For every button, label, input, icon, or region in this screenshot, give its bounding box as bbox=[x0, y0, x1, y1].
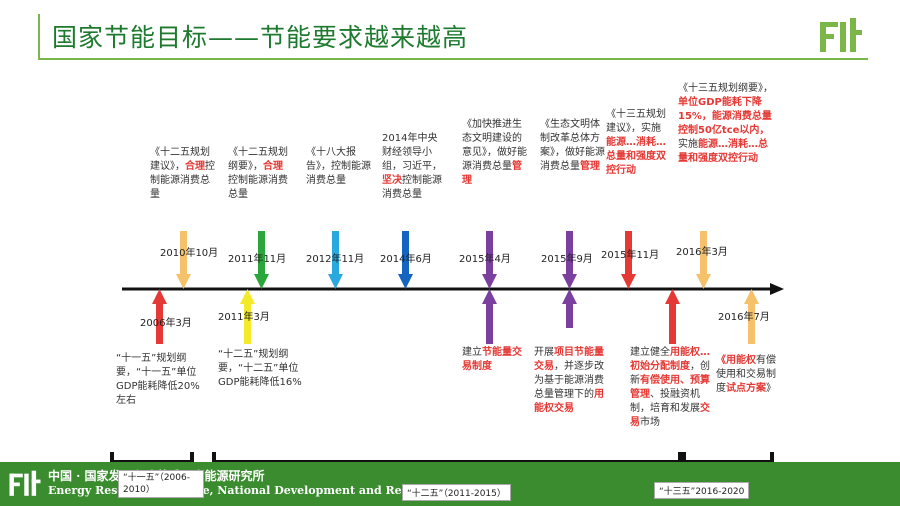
arrow-2015-04-up bbox=[482, 289, 497, 344]
arrow-2011-03 bbox=[240, 289, 255, 344]
bracket-11th-five-year bbox=[110, 452, 194, 464]
date-label-2016-07: 2016年7月 bbox=[718, 312, 770, 323]
note-text-segment: 控制能源消费总量 bbox=[150, 161, 215, 200]
date-label-2011-11: 2011年11月 bbox=[228, 254, 287, 265]
event-note-2012-11: 《十八大报告》，控制能源消费总量 bbox=[306, 146, 372, 188]
note-text-segment: 市场 bbox=[640, 417, 660, 428]
eri-logo-icon bbox=[820, 18, 862, 52]
note-text-segment: 建立 bbox=[462, 347, 482, 358]
note-text-segment: 能源…消耗…总量和强度双控行动 bbox=[678, 139, 768, 164]
bracket-12th-five-year bbox=[212, 452, 682, 464]
note-text-segment: 坚决 bbox=[382, 175, 402, 186]
note-text-segment: ，创新 bbox=[630, 361, 710, 386]
note-text-segment: 《十二五规划建议》， bbox=[150, 147, 210, 172]
date-label-2006-03: 2006年3月 bbox=[140, 318, 192, 329]
arrow-2012-11 bbox=[328, 231, 343, 289]
arrow-2014-06 bbox=[398, 231, 413, 289]
note-text-segment: 《十二五规划纲要》， bbox=[228, 147, 288, 172]
note-text-segment: 《十三五规划建议》，实施 bbox=[606, 109, 666, 134]
title-accent-line bbox=[38, 14, 40, 60]
bracket-13th-five-year bbox=[682, 452, 774, 464]
event-note-2016-03: 《十三五规划纲要》， 单位GDP能耗下降15%，能源消费总量控制50亿tce以内，… bbox=[678, 82, 776, 166]
title-underline bbox=[38, 58, 868, 60]
note-text-segment: 合理 bbox=[263, 161, 283, 172]
note-text-segment: 有偿使用和交易制度 bbox=[716, 355, 776, 394]
note-text-segment: 控制能源消费总量 bbox=[382, 175, 442, 200]
date-label-2010-10: 2010年10月 bbox=[160, 248, 219, 259]
note-text-segment: 能源…消耗…总量和强度双控行动 bbox=[606, 137, 666, 176]
note-text-segment: 《用能权 bbox=[716, 355, 756, 366]
event-note-2006-03: “十一五”规划纲要，“十一五”单位GDP能耗降低20%左右 bbox=[116, 352, 204, 408]
period-label-11th: “十一五”（2006-2010） bbox=[118, 470, 204, 498]
event-note-2015-04-below: 建立节能量交易制度 bbox=[462, 346, 526, 374]
arrow-2006-03 bbox=[152, 289, 167, 344]
note-text-segment: 用能权…初始分配制度 bbox=[630, 347, 710, 372]
note-text-segment: 试点方案 bbox=[726, 383, 766, 394]
arrow-2015-09 bbox=[562, 231, 577, 289]
note-text-segment: 有偿使用、预算管理 bbox=[630, 375, 710, 400]
event-note-2015-09: 《生态文明体制改革总体方案》，做好能源消费总量管理 bbox=[540, 118, 606, 174]
note-text-segment: 《十八大报告》，控制能源消费总量 bbox=[306, 147, 371, 186]
timeline-axis-arrowhead bbox=[770, 283, 784, 295]
arrow-2015-09-up bbox=[562, 289, 577, 328]
note-text-segment: 控制能源消费总量 bbox=[228, 175, 288, 200]
arrow-2015-11 bbox=[621, 231, 636, 289]
page-title: 国家节能目标——节能要求越来越高 bbox=[52, 23, 469, 52]
date-label-2015-09: 2015年9月 bbox=[541, 254, 593, 265]
note-text-segment: 单位GDP能耗下降15%，能源消费总量控制50亿tce以内， bbox=[678, 97, 772, 136]
note-text-segment: 2014年中央财经领导小组，习近平， bbox=[382, 133, 442, 172]
arrow-2011-11 bbox=[254, 231, 269, 289]
note-text-segment: 管理 bbox=[580, 161, 600, 172]
event-note-2015-09-below: 开展项目节能量交易，并逐步改为基于能源消费总量管理下的用能权交易 bbox=[534, 346, 608, 416]
note-text-segment: 《生态文明体制改革总体方案》，做好能源消费总量 bbox=[540, 119, 605, 172]
note-text-segment: 实施 bbox=[678, 139, 698, 150]
note-text-segment: 建立健全 bbox=[630, 347, 670, 358]
note-text-segment: 交易 bbox=[630, 403, 710, 428]
arrow-2015-04 bbox=[482, 231, 497, 289]
note-text-segment: 项目节能量交易 bbox=[534, 347, 604, 372]
note-text-segment: “十一五”规划纲要，“十一五”单位GDP能耗降低20%左右 bbox=[116, 353, 200, 406]
period-label-13th: “十三五”2016-2020 bbox=[654, 482, 750, 499]
date-label-2016-03: 2016年3月 bbox=[676, 247, 728, 258]
note-text-segment: 节能量交易制度 bbox=[462, 347, 522, 372]
arrow-2015-11-up bbox=[665, 289, 680, 344]
note-text-segment: ，并逐步改为基于能源消费总量管理下的 bbox=[534, 361, 604, 400]
note-text-segment: 开展 bbox=[534, 347, 554, 358]
note-text-segment: 《加快推进生态文明建设的意见》，做好能源消费总量 bbox=[462, 119, 527, 172]
note-text-segment: 管理 bbox=[462, 161, 522, 186]
date-label-2012-11: 2012年11月 bbox=[306, 254, 365, 265]
event-note-2011-03: “十二五”规划纲要，“十二五”单位GDP能耗降低16% bbox=[218, 348, 304, 390]
note-text-segment: 《十三五规划纲要》， bbox=[678, 83, 773, 94]
date-label-2014-06: 2014年6月 bbox=[380, 254, 432, 265]
event-note-2011-11: 《十二五规划纲要》，合理控制能源消费总量 bbox=[228, 146, 292, 202]
date-label-2015-04: 2015年4月 bbox=[459, 254, 511, 265]
note-text-segment: 用能权交易 bbox=[534, 389, 604, 414]
arrow-2010-10 bbox=[176, 231, 191, 289]
note-text-segment: 、投融资机制，培育和发展 bbox=[630, 389, 700, 414]
event-note-2016-07: 《用能权有偿使用和交易制度试点方案》 bbox=[716, 354, 780, 396]
date-label-2011-03: 2011年3月 bbox=[218, 312, 270, 323]
note-text-segment: 合理 bbox=[185, 161, 205, 172]
arrow-2016-03 bbox=[696, 231, 711, 289]
event-note-2015-04: 《加快推进生态文明建设的意见》，做好能源消费总量管理 bbox=[462, 118, 528, 188]
period-label-12th: “十二五”（2011-2015） bbox=[402, 484, 511, 501]
arrow-2016-07 bbox=[744, 289, 759, 344]
eri-logo-icon bbox=[9, 470, 41, 496]
note-text-segment: “十二五”规划纲要，“十二五”单位GDP能耗降低16% bbox=[218, 349, 302, 388]
date-label-2015-11: 2015年11月 bbox=[601, 250, 660, 261]
event-note-2015-11: 《十三五规划建议》，实施能源…消耗…总量和强度双控行动 bbox=[606, 108, 670, 178]
note-text-segment: 》 bbox=[766, 383, 776, 394]
event-note-2014-06: 2014年中央财经领导小组，习近平， 坚决控制能源消费总量 bbox=[382, 132, 446, 202]
event-note-2010-10: 《十二五规划建议》，合理控制能源消费总量 bbox=[150, 146, 218, 202]
event-note-2015-11-below: 建立健全用能权…初始分配制度，创新有偿使用、预算管理、投融资机制，培育和发展交易… bbox=[630, 346, 716, 430]
